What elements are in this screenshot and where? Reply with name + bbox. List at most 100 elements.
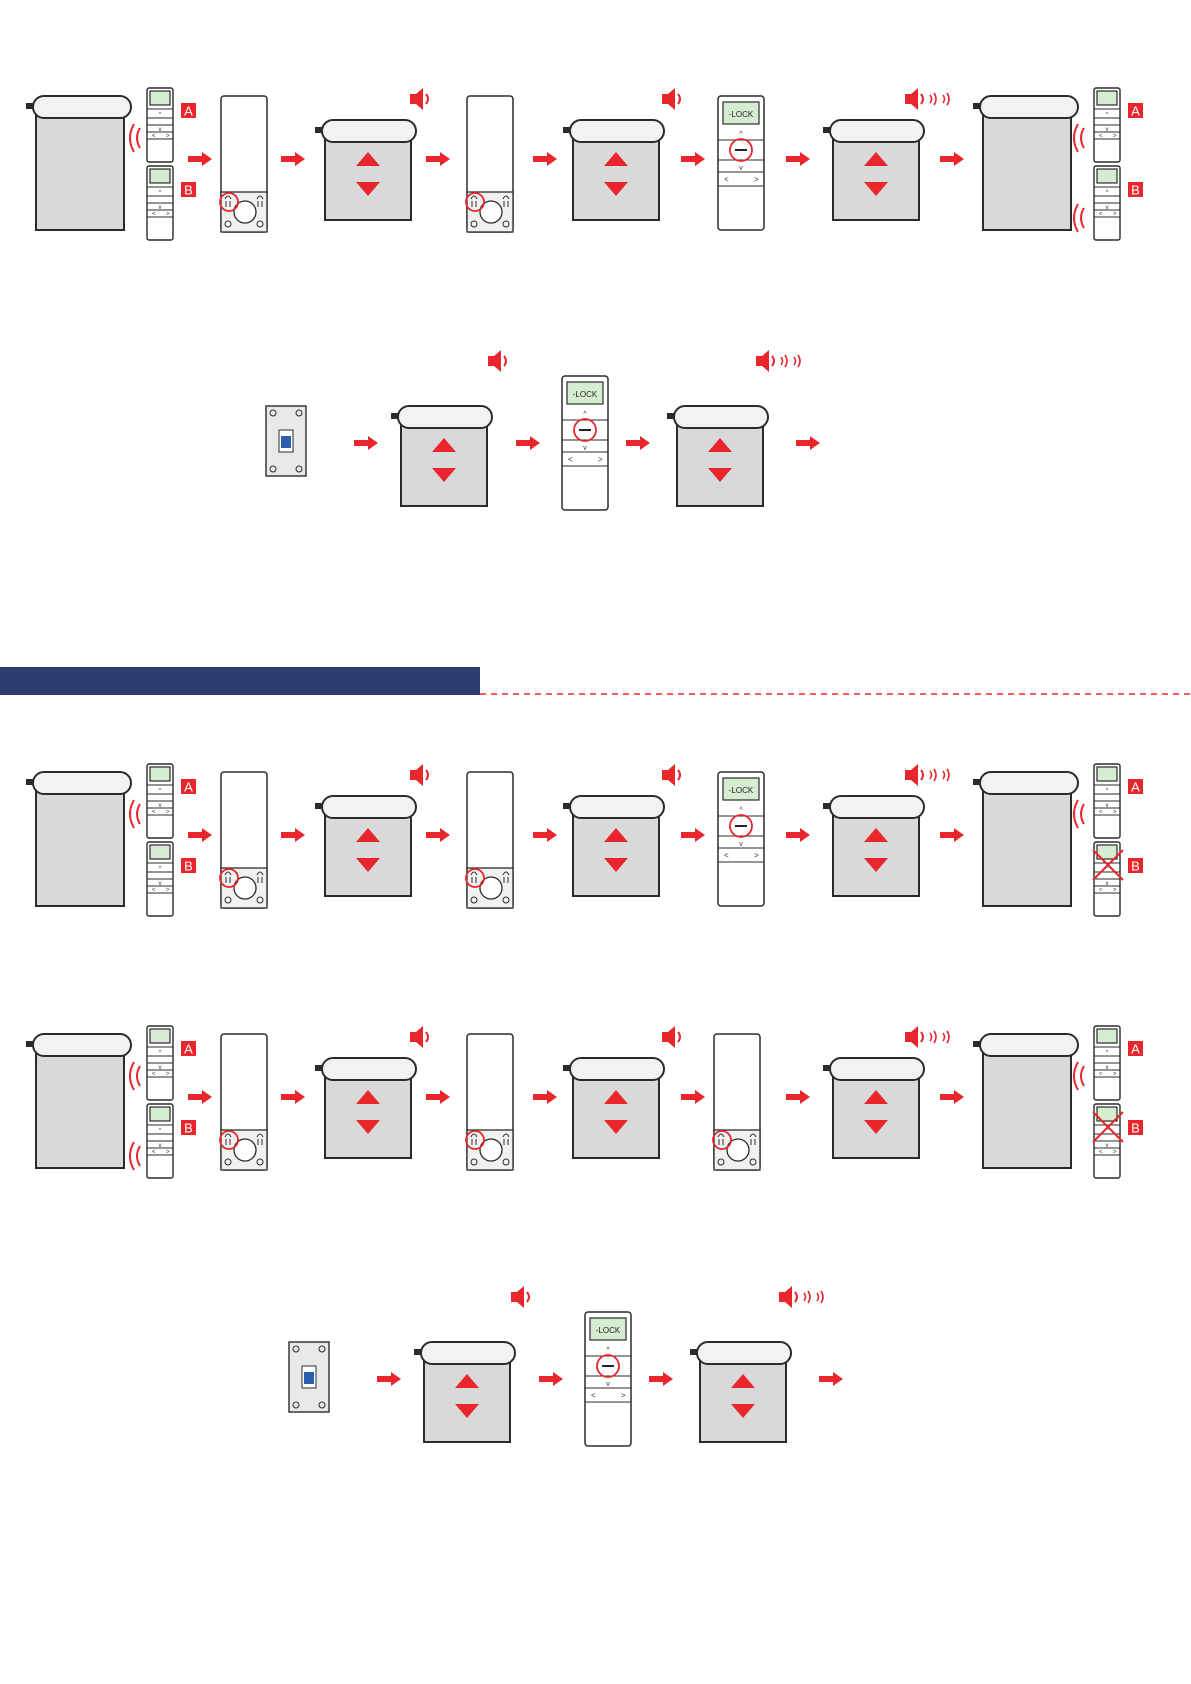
arrow-right-icon <box>426 828 450 842</box>
speaker-icon <box>511 1286 529 1308</box>
motor-panel-2 <box>466 1034 513 1170</box>
remote-b <box>147 166 173 240</box>
blind-hanging-start <box>26 1034 131 1168</box>
speaker-waves-icon <box>905 1026 949 1048</box>
radio-waves-icon <box>130 124 140 152</box>
svg-text:A: A <box>184 780 193 795</box>
remote-a-end <box>1094 88 1120 162</box>
blind-arrows-b <box>690 1342 791 1442</box>
remote-large <box>718 96 764 230</box>
blind-arrows-1 <box>315 796 416 896</box>
arrow-right-icon <box>940 828 964 842</box>
arrow-right-icon <box>426 1090 450 1104</box>
blind-arrows-2 <box>563 1058 664 1158</box>
arrow-right-icon <box>681 152 705 166</box>
arrow-right-icon <box>281 828 305 842</box>
remote-a-end <box>1094 764 1120 838</box>
svg-text:A: A <box>184 1042 193 1057</box>
arrow-right-icon <box>796 436 820 450</box>
svg-text:A: A <box>1131 1042 1140 1057</box>
blind-hanging-start <box>26 772 131 906</box>
blind-hanging-start <box>26 96 131 230</box>
svg-text:B: B <box>184 859 193 874</box>
arrow-right-icon <box>426 152 450 166</box>
svg-text:B: B <box>1131 1121 1140 1136</box>
remote-b <box>147 842 173 916</box>
speaker-icon <box>662 88 680 110</box>
remote-a <box>147 764 173 838</box>
arrow-right-icon <box>786 152 810 166</box>
radio-waves-icon <box>130 800 140 828</box>
blind-arrows-a <box>391 406 492 506</box>
blind-arrows-a <box>414 1342 515 1442</box>
remote-a-end <box>1094 1026 1120 1100</box>
motor-panel-3 <box>713 1034 760 1170</box>
remote-large <box>585 1312 631 1446</box>
arrow-right-icon <box>649 1372 673 1386</box>
label-remote-b: B <box>181 858 196 874</box>
label-remote-b: B <box>181 182 196 198</box>
motor-panel-1 <box>220 1034 267 1170</box>
arrow-right-icon <box>786 828 810 842</box>
blind-hanging-end <box>973 772 1078 906</box>
arrow-right-icon <box>188 152 212 166</box>
blind-hanging-end <box>973 1034 1078 1168</box>
remote-large <box>562 376 608 510</box>
radio-waves-icon <box>1074 124 1084 152</box>
radio-waves-icon <box>130 1142 140 1170</box>
speaker-waves-icon <box>756 350 800 372</box>
blind-arrows-b <box>667 406 768 506</box>
arrow-right-icon <box>281 152 305 166</box>
blind-arrows-3 <box>823 120 924 220</box>
blind-arrows-3 <box>823 1058 924 1158</box>
label-remote-b-end: B <box>1128 1120 1143 1136</box>
speaker-waves-icon <box>905 764 949 786</box>
svg-text:B: B <box>1131 183 1140 198</box>
label-remote-a: A <box>181 1041 196 1057</box>
arrow-right-icon <box>533 1090 557 1104</box>
arrow-right-icon <box>681 1090 705 1104</box>
motor-panel-1 <box>220 96 267 232</box>
arrow-right-icon <box>819 1372 843 1386</box>
svg-text:A: A <box>1131 780 1140 795</box>
label-remote-b-end: B <box>1128 858 1143 874</box>
remote-a <box>147 1026 173 1100</box>
remote-b-end <box>1094 1104 1120 1178</box>
remote-b <box>147 1104 173 1178</box>
radio-waves-icon <box>1074 800 1084 828</box>
arrow-right-icon <box>533 152 557 166</box>
svg-text:B: B <box>184 183 193 198</box>
blind-arrows-3 <box>823 796 924 896</box>
blind-arrows-1 <box>315 120 416 220</box>
wall-switch <box>266 406 306 476</box>
speaker-waves-icon <box>905 88 949 110</box>
speaker-icon <box>410 1026 428 1048</box>
speaker-icon <box>662 764 680 786</box>
remote-b-end <box>1094 166 1120 240</box>
arrow-right-icon <box>626 436 650 450</box>
label-remote-b: B <box>181 1120 196 1136</box>
remote-a <box>147 88 173 162</box>
speaker-icon <box>662 1026 680 1048</box>
speaker-icon <box>410 88 428 110</box>
label-remote-a: A <box>181 779 196 795</box>
blind-arrows-1 <box>315 1058 416 1158</box>
motor-panel-2 <box>466 772 513 908</box>
radio-waves-icon <box>1074 204 1084 232</box>
label-remote-a-end: A <box>1128 103 1143 119</box>
arrow-right-icon <box>188 1090 212 1104</box>
arrow-right-icon <box>786 1090 810 1104</box>
arrow-right-icon <box>516 436 540 450</box>
arrow-right-icon <box>539 1372 563 1386</box>
arrow-right-icon <box>681 828 705 842</box>
svg-text:A: A <box>1131 104 1140 119</box>
remote-large <box>718 772 764 906</box>
arrow-right-icon <box>940 1090 964 1104</box>
label-remote-a-end: A <box>1128 1041 1143 1057</box>
speaker-waves-icon <box>779 1286 823 1308</box>
label-remote-a: A <box>181 103 196 119</box>
arrow-right-icon <box>281 1090 305 1104</box>
svg-text:A: A <box>184 104 193 119</box>
arrow-right-icon <box>377 1372 401 1386</box>
